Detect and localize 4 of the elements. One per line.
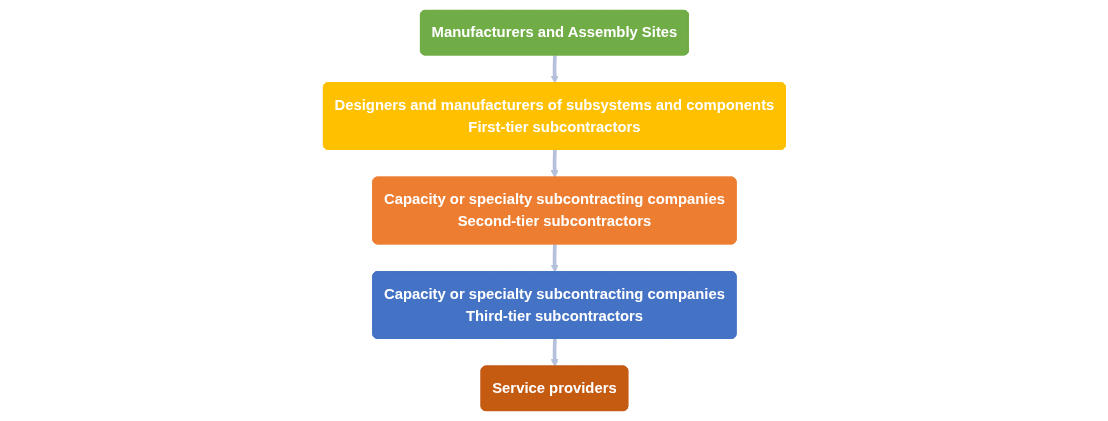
arrow <box>550 55 559 84</box>
arrow <box>550 338 559 367</box>
arrow <box>550 149 559 178</box>
arrow <box>550 244 559 273</box>
